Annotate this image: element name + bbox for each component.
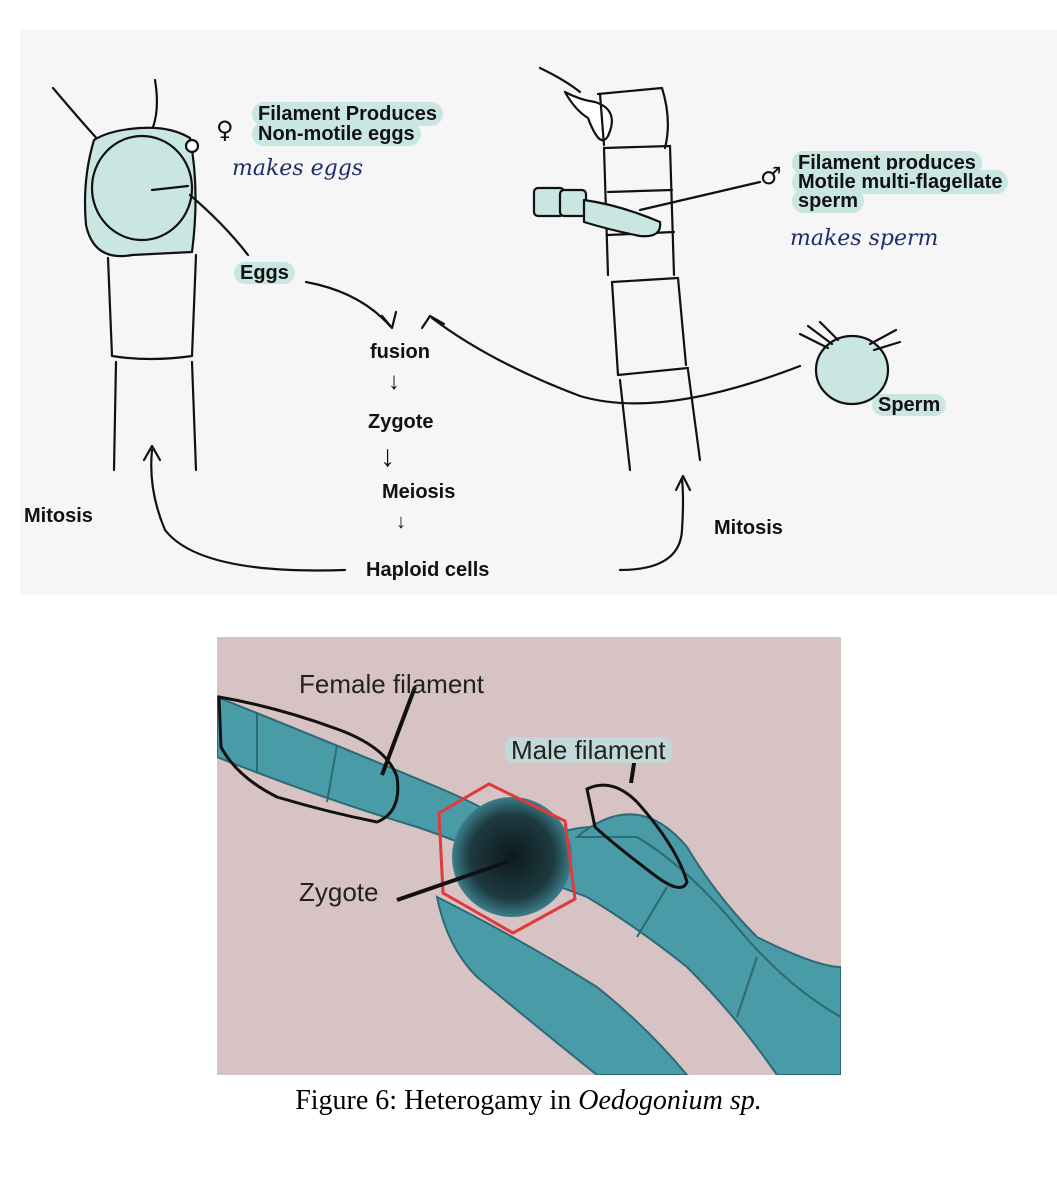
male-handwritten-note: makes sperm — [790, 226, 939, 251]
male-filament-outline — [585, 783, 689, 889]
zygote-label-pointer — [396, 860, 508, 902]
female-note-line2: Non-motile eggs — [252, 122, 421, 146]
male-filament-tip — [538, 66, 582, 94]
female-filament-left-wall — [112, 360, 118, 472]
eggs-to-fusion-arrow — [304, 280, 392, 328]
sperm-label: Sperm — [872, 394, 947, 416]
caption-prefix: Figure 6: Heterogamy in — [295, 1085, 579, 1116]
male-pointer-line — [638, 180, 762, 212]
eggs-arrow-head — [380, 310, 398, 330]
female-filament-cell-2 — [106, 253, 198, 361]
antheridium-3 — [582, 198, 662, 238]
micrograph-drawing — [217, 686, 841, 1075]
female-symbol: ♀ — [216, 116, 234, 144]
mitosis-left-label: Mitosis — [24, 505, 93, 527]
female-filament-top-right-line — [150, 78, 159, 132]
male-symbol: ♂ — [760, 162, 782, 190]
male-filament-divider-2 — [606, 188, 674, 194]
diagram-drawing — [51, 66, 902, 572]
male-filament-walls-lower — [610, 276, 688, 377]
meiosis-to-haploid-arrow: ↓ — [396, 511, 406, 533]
male-filament-body — [574, 813, 841, 1019]
male-filament-divider-5 — [616, 366, 690, 377]
male-filament-cell-top — [596, 86, 669, 150]
sperm-to-fusion-arrow — [430, 316, 802, 405]
male-filament-walls-bottom — [618, 368, 702, 472]
eggs-label-line — [188, 193, 250, 257]
male-filament-divider-1 — [602, 144, 672, 150]
female-note: Filament Produces Non-motile eggs — [252, 102, 443, 146]
left-mitosis-arrow-head — [142, 444, 162, 462]
oogonium-pore — [184, 138, 200, 154]
female-label-pointer — [380, 686, 417, 776]
egg-pointer — [150, 184, 190, 192]
micrograph-photo: Female filament Male filament Zygote — [217, 637, 841, 1075]
second-filament-body — [435, 895, 689, 1075]
meiosis-label: Meiosis — [382, 481, 456, 503]
mitosis-right-label: Mitosis — [714, 517, 783, 539]
zygote-mass — [452, 797, 572, 917]
male-filament-label: Male filament — [505, 737, 672, 763]
sperm-cell — [814, 334, 890, 406]
female-filament-right-wall — [190, 360, 198, 472]
male-filament-divider-4 — [610, 276, 680, 284]
female-handwritten-note: makes eggs — [232, 156, 364, 181]
male-note-line3: sperm — [792, 189, 865, 213]
antheridium-2 — [558, 188, 588, 218]
female-filament-label: Female filament — [299, 669, 484, 699]
male-filament-top-cell — [563, 90, 613, 142]
zygote-photo-label: Zygote — [299, 877, 379, 907]
egg-cell — [90, 134, 194, 242]
zygote-label: Zygote — [368, 411, 434, 433]
zygote-hexagon-outline — [437, 782, 577, 935]
female-filament-outline — [217, 695, 400, 824]
zygote-to-meiosis-arrow: ↓ — [380, 440, 395, 473]
male-filament-cell-top-left — [598, 92, 606, 147]
caption-species: Oedogonium sp. — [578, 1085, 762, 1116]
eggs-label: Eggs — [234, 262, 295, 284]
right-mitosis-arrow-head — [674, 474, 692, 492]
sperm-flagella — [798, 320, 902, 352]
life-cycle-diagram: ♀ ♂ Filament Produces Non-motile eggs ma… — [20, 30, 1057, 595]
haploid-to-male-mitosis-arrow — [618, 476, 685, 572]
fusion-label: fusion — [370, 341, 430, 363]
male-note: Filament produces Motile multi-flagellat… — [792, 151, 1009, 213]
female-filament-top-left-line — [51, 86, 102, 144]
sperm-arrow-head — [420, 314, 446, 330]
figure-caption: Figure 6: Heterogamy in Oedogonium sp. — [0, 1085, 1057, 1117]
haploid-to-female-mitosis-arrow — [150, 448, 347, 572]
fusion-to-zygote-arrow: ↓ — [388, 368, 400, 395]
haploid-cells-label: Haploid cells — [366, 559, 490, 581]
cell-walls — [256, 712, 758, 1018]
